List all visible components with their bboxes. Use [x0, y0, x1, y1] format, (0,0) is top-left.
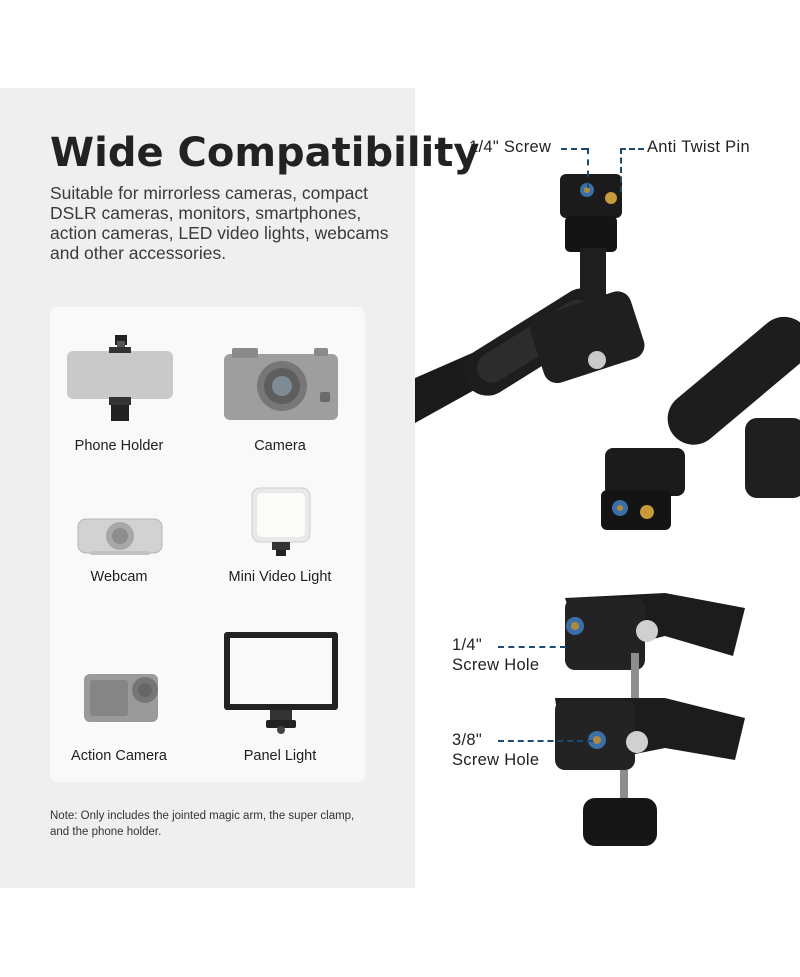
phone-holder-icon	[67, 335, 173, 421]
callout-hole38-line2: Screw Hole	[452, 751, 540, 769]
callout-pin-line	[620, 148, 644, 150]
magic-arm-and-clamp-illustration	[415, 174, 800, 846]
device-label-action-camera: Action Camera	[71, 748, 167, 764]
callout-screw-vline	[587, 148, 589, 188]
action-camera-icon	[84, 674, 158, 722]
webcam-icon	[77, 518, 163, 555]
callout-pin-label: Anti Twist Pin	[647, 138, 750, 156]
device-label-webcam: Webcam	[90, 569, 148, 585]
callout-hole38-line1: 3/8"	[452, 731, 482, 749]
camera-icon	[224, 348, 338, 420]
mini-video-light-icon	[251, 487, 311, 556]
device-label-mini-video-light: Mini Video Light	[228, 569, 332, 585]
package-note: Note: Only includes the jointed magic ar…	[50, 810, 355, 838]
panel-light-icon	[224, 632, 338, 734]
page-title: Wide Compatibility	[50, 130, 480, 176]
callout-screw-label: 1/4" Screw	[469, 138, 552, 156]
callout-hole14-line	[498, 646, 566, 648]
callout-pin-vline	[620, 148, 622, 192]
device-label-panel-light: Panel Light	[243, 748, 317, 764]
callout-hole14-line2: Screw Hole	[452, 656, 540, 674]
callout-screw-line	[561, 148, 587, 150]
compatibility-description: Suitable for mirrorless cameras, compact…	[50, 183, 389, 263]
device-label-phone-holder: Phone Holder	[74, 438, 164, 454]
device-label-camera: Camera	[254, 438, 306, 454]
callout-hole38-line	[498, 740, 593, 742]
callout-hole14-line1: 1/4"	[452, 636, 482, 654]
